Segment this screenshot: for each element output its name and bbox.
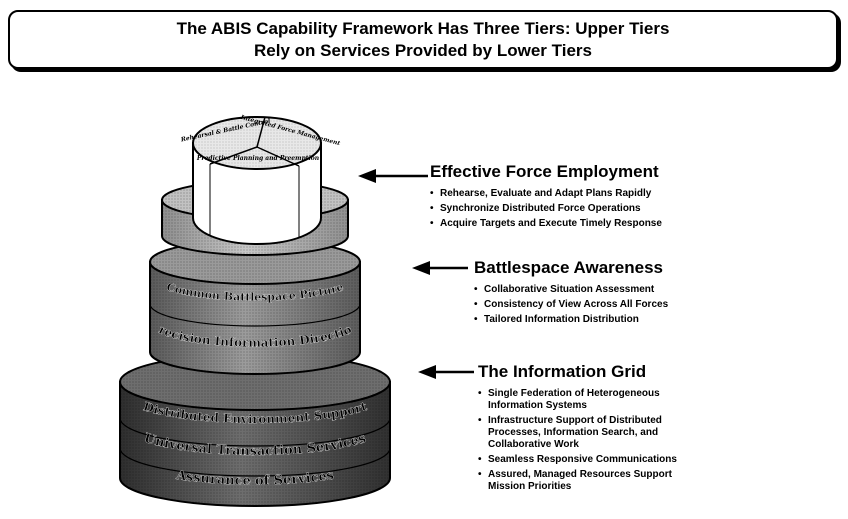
- pie-segment-label-predictive: Predictive Planning and Preemption: [196, 155, 319, 162]
- tier-heading-awareness: Battlespace Awareness: [474, 258, 663, 277]
- bottom-band-divider-1: [119, 417, 391, 447]
- arrow-employment: [358, 169, 428, 183]
- tier-bullet: Assured, Managed Resources SupportMissio…: [478, 469, 677, 493]
- tier-bullet: Seamless Responsive Communications: [478, 454, 677, 466]
- tier-bullet: Tailored Information Distribution: [474, 314, 668, 326]
- tier-bullet: Synchronize Distributed Force Operations: [430, 203, 662, 215]
- pie-side: [192, 142, 322, 245]
- tier-bullet-line: Acquire Targets and Execute Timely Respo…: [440, 218, 662, 229]
- tier-awareness: Battlespace Awareness Collaborative Situ…: [474, 258, 668, 329]
- tier-bullet: Infrastructure Support of DistributedPro…: [478, 415, 677, 451]
- tier-bullet-line: Information Systems: [488, 400, 587, 411]
- tier-bullet-line: Single Federation of Heterogeneous: [488, 388, 660, 399]
- title-box: The ABIS Capability Framework Has Three …: [8, 10, 838, 69]
- tier-bullet: Consistency of View Across All Forces: [474, 299, 668, 311]
- band-label-assurance: Assurance of Services: [174, 468, 335, 489]
- tier-heading-employment: Effective Force Employment: [430, 162, 659, 181]
- tier-bullet: Single Federation of HeterogeneousInform…: [478, 388, 677, 412]
- tier-bullet-line: Assured, Managed Resources Support: [488, 469, 672, 480]
- tier-bullets-grid: Single Federation of HeterogeneousInform…: [478, 388, 677, 493]
- tier-bullet: Rehearse, Evaluate and Adapt Plans Rapid…: [430, 188, 662, 200]
- tier-bullets-employment: Rehearse, Evaluate and Adapt Plans Rapid…: [430, 188, 662, 230]
- top-pie-tier: Rehearsal & Battle Control Integrated Fo…: [179, 114, 341, 245]
- tier-bullet-line: Rehearse, Evaluate and Adapt Plans Rapid…: [440, 188, 652, 199]
- arrow-grid: [418, 365, 474, 379]
- tier-bullets-awareness: Collaborative Situation AssessmentConsis…: [474, 284, 668, 326]
- pie-divider-2: [209, 146, 258, 165]
- tier-bullet-line: Collaborative Situation Assessment: [484, 284, 655, 295]
- bottom-tier: Distributed Environment Support Universa…: [119, 353, 391, 507]
- tier-bullet-line: Tailored Information Distribution: [484, 314, 639, 325]
- pie-divider-1: [256, 116, 266, 148]
- tier-bullet: Acquire Targets and Execute Timely Respo…: [430, 218, 662, 230]
- tier-bullet-line: Collaborative Work: [488, 439, 579, 450]
- tier-employment: Effective Force Employment Rehearse, Eva…: [430, 162, 662, 233]
- tier-heading-grid: The Information Grid: [478, 362, 647, 381]
- title-line-1: The ABIS Capability Framework Has Three …: [176, 18, 670, 38]
- tier-bullet-line: Seamless Responsive Communications: [488, 454, 677, 465]
- tier-grid: The Information Grid Single Federation o…: [478, 362, 677, 496]
- pie-divider-3: [256, 146, 300, 167]
- tier-bullet: Collaborative Situation Assessment: [474, 284, 668, 296]
- bottom-band-divider-2: [119, 447, 391, 477]
- middle-band-divider: [149, 303, 361, 327]
- tier-bullet-line: Mission Priorities: [488, 481, 572, 492]
- tier-bullet-line: Consistency of View Across All Forces: [484, 299, 669, 310]
- arrow-awareness: [412, 261, 468, 275]
- tier-bullet-line: Synchronize Distributed Force Operations: [440, 203, 641, 214]
- tier-bullet-line: Processes, Information Search, and: [488, 427, 659, 438]
- title-line-2: Rely on Services Provided by Lower Tiers: [254, 40, 592, 60]
- tier-bullet-line: Infrastructure Support of Distributed: [488, 415, 662, 426]
